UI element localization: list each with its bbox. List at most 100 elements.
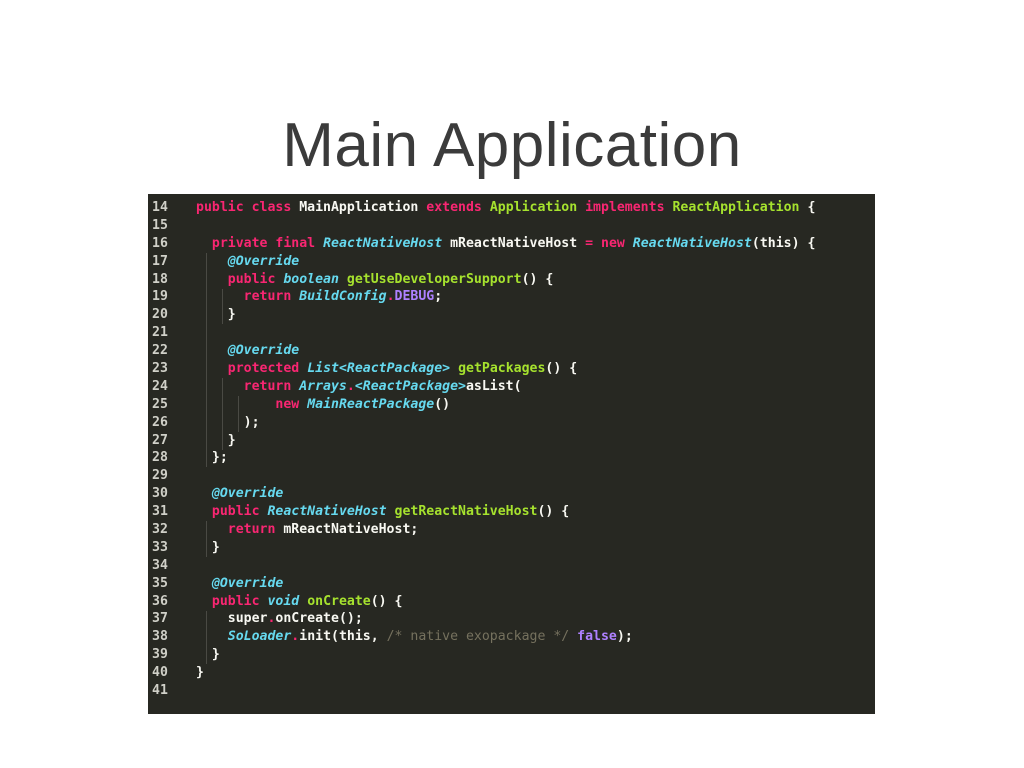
code-line[interactable]: 26 ); [148,414,875,432]
code-token [196,504,212,519]
code-line[interactable]: 15 [148,217,875,235]
line-code: public void onCreate() { [196,593,403,611]
code-line[interactable]: 32 return mReactNativeHost; [148,521,875,539]
code-token: boolean [283,271,339,287]
line-number: 29 [152,468,168,484]
line-code: }; [196,449,228,467]
line-code: return Arrays.<ReactPackage>asList( [196,378,522,396]
code-token: @Override [211,575,284,591]
code-line[interactable]: 25 new MainReactPackage() [148,396,875,414]
line-number: 17 [152,253,168,269]
code-token: } [196,307,236,323]
code-token: } [196,432,236,448]
code-token: DEBUG [394,289,435,305]
line-code: public class MainApplication extends App… [196,199,815,217]
code-token: () { [537,504,570,520]
line-code: @Override [196,253,299,271]
code-line[interactable]: 27 } [148,432,875,450]
line-number: 34 [152,557,168,573]
line-number: 27 [152,432,168,448]
code-token: . [346,378,355,394]
code-line[interactable]: 23 protected List<ReactPackage> getPacka… [148,360,875,378]
slide-title: Main Application [282,111,742,180]
code-token: mReactNativeHost; [275,522,419,538]
code-token: super [196,611,268,627]
code-token: <ReactPackage> [338,361,451,377]
code-line[interactable]: 16 private final ReactNativeHost mReactN… [148,235,875,253]
code-line[interactable]: 19 return BuildConfig.DEBUG; [148,288,875,306]
line-code: new MainReactPackage() [196,396,450,414]
code-line[interactable]: 20 } [148,306,875,324]
line-code: } [196,432,236,450]
line-number: 28 [152,450,168,466]
code-line[interactable]: 39 } [148,646,875,664]
code-token [196,289,244,304]
code-token: protected [227,361,300,377]
code-line[interactable]: 33 } [148,539,875,557]
code-line[interactable]: 34 [148,557,875,575]
code-token: () { [521,271,554,287]
line-number: 36 [152,593,168,609]
code-line[interactable]: 35 @Override [148,575,875,593]
line-number: 25 [152,396,168,412]
line-code: } [196,539,220,557]
line-code: private final ReactNativeHost mReactNati… [196,235,816,253]
code-token: public [227,271,276,287]
code-token [387,504,395,519]
line-number: 23 [152,361,168,377]
code-token: false [577,629,617,645]
code-token: public [211,504,260,520]
line-code: SoLoader.init(this, /* native exopackage… [196,628,633,646]
code-token [299,361,307,376]
line-code: protected List<ReactPackage> getPackages… [196,360,577,378]
line-number: 16 [152,235,168,251]
code-line[interactable]: 29 [148,467,875,485]
code-token [482,200,490,215]
code-token: public [211,593,260,609]
code-line[interactable]: 37 super.onCreate(); [148,610,875,628]
code-token: MainApplication [291,200,427,215]
code-token: ReactNativeHost [323,235,443,251]
code-token [196,272,228,287]
code-line[interactable]: 22 @Override [148,342,875,360]
code-token [315,236,323,251]
code-line[interactable]: 28 }; [148,449,875,467]
line-code: @Override [196,485,283,503]
line-number: 20 [152,307,168,323]
code-token: Arrays [299,378,347,394]
code-token: ReactNativeHost [632,235,752,251]
code-line[interactable]: 30 @Override [148,485,875,503]
line-code: return mReactNativeHost; [196,521,419,539]
code-token: implements [585,200,665,215]
line-code: } [196,646,220,664]
code-token: getReactNativeHost [394,504,538,520]
code-token: . [386,289,395,305]
line-code: return BuildConfig.DEBUG; [196,288,443,306]
code-token: mReactNativeHost [442,235,586,251]
line-number: 24 [152,378,168,394]
line-code: } [196,664,204,682]
code-token [196,522,228,537]
code-line[interactable]: 31 public ReactNativeHost getReactNative… [148,503,875,521]
line-number: 35 [152,575,168,591]
code-token: @Override [227,253,300,269]
code-token: <ReactPackage> [354,378,466,394]
code-line[interactable]: 40} [148,664,875,682]
code-token: getPackages [458,361,546,377]
code-line[interactable]: 21 [148,324,875,342]
code-token: return [227,522,276,538]
code-line[interactable]: 36 public void onCreate() { [148,593,875,611]
line-number: 15 [152,217,168,233]
code-line[interactable]: 41 [148,682,875,700]
code-token: ); [196,414,260,430]
code-line[interactable]: 18 public boolean getUseDeveloperSupport… [148,271,875,289]
code-line[interactable]: 38 SoLoader.init(this, /* native exopack… [148,628,875,646]
code-token [196,361,228,376]
code-token: ); [616,629,633,645]
line-code: super.onCreate(); [196,610,363,628]
code-line[interactable]: 24 return Arrays.<ReactPackage>asList( [148,378,875,396]
code-line[interactable]: 17 @Override [148,253,875,271]
